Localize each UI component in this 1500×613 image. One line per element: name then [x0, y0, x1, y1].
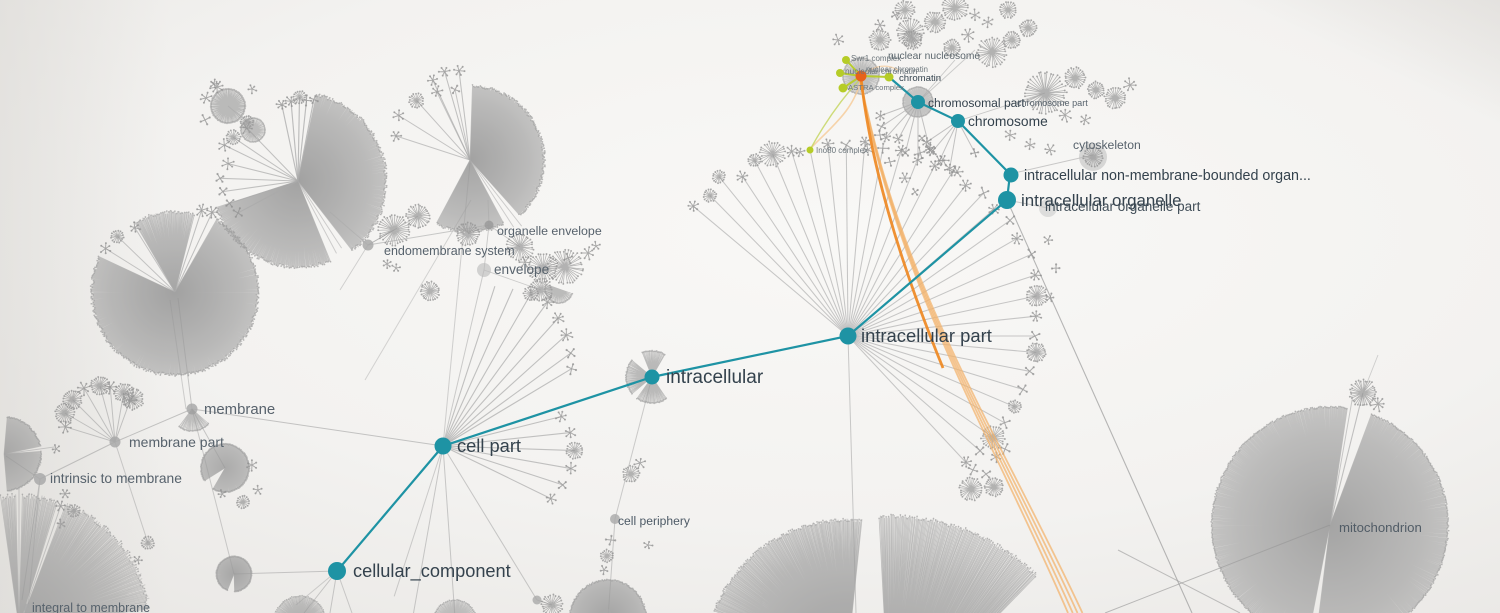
svg-text:envelope: envelope [494, 262, 549, 277]
svg-text:membrane part: membrane part [129, 434, 224, 450]
svg-text:cell part: cell part [457, 435, 521, 456]
svg-text:integral to membrane: integral to membrane [32, 601, 150, 613]
svg-text:cellular_component: cellular_component [353, 561, 511, 582]
svg-text:nuclear nucleosome: nuclear nucleosome [888, 51, 980, 62]
svg-text:nuclear chromatin: nuclear chromatin [866, 65, 928, 74]
svg-text:cell periphery: cell periphery [618, 514, 691, 528]
svg-text:membrane: membrane [204, 402, 275, 418]
svg-text:endomembrane system: endomembrane system [384, 244, 515, 258]
svg-text:organelle envelope: organelle envelope [497, 224, 602, 238]
svg-text:Ino80 complex: Ino80 complex [816, 146, 868, 155]
svg-text:intracellular organelle part: intracellular organelle part [1045, 199, 1201, 214]
svg-text:intracellular part: intracellular part [861, 325, 992, 346]
svg-text:intracellular organelle: intracellular organelle [1021, 191, 1182, 210]
svg-text:cytoskeleton: cytoskeleton [1073, 138, 1141, 152]
svg-text:nucleolar chromatin: nucleolar chromatin [845, 66, 918, 76]
svg-text:intracellular: intracellular [666, 367, 764, 388]
svg-text:mitochondrion: mitochondrion [1339, 520, 1422, 535]
svg-text:intracellular non-membrane-bou: intracellular non-membrane-bounded organ… [1024, 168, 1311, 184]
svg-text:chromosomal part: chromosomal part [928, 96, 1025, 110]
svg-text:intrinsic to membrane: intrinsic to membrane [50, 471, 182, 486]
svg-text:chromosome part: chromosome part [1017, 98, 1088, 108]
svg-text:Swr1 complex: Swr1 complex [851, 54, 901, 63]
svg-text:chromosome: chromosome [968, 114, 1048, 129]
svg-text:chromatin: chromatin [899, 73, 941, 84]
svg-text:ASTRA complex: ASTRA complex [848, 83, 904, 92]
